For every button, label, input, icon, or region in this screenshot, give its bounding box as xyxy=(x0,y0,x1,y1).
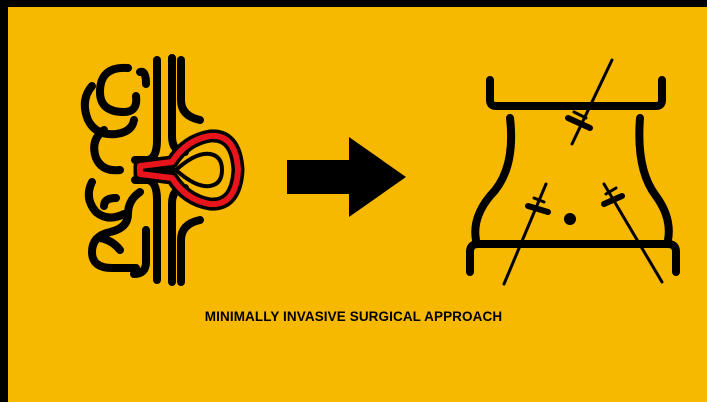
laparoscopic-abdomen-ports-icon xyxy=(470,60,676,284)
navel-icon xyxy=(564,213,576,225)
diagram-caption: MINIMALLY INVASIVE SURGICAL APPROACH xyxy=(0,309,707,324)
right-arrow-icon xyxy=(287,137,406,217)
trocar-port-icon xyxy=(504,184,548,284)
